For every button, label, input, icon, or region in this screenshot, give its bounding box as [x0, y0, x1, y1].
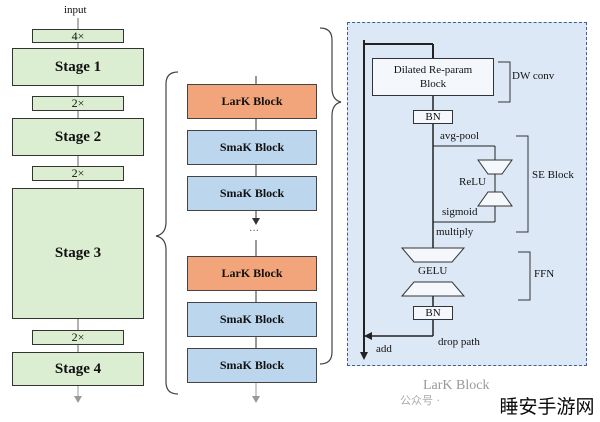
add-label: add — [376, 343, 392, 355]
stage-3: Stage 3 — [12, 188, 144, 319]
bn-top: BN — [413, 110, 453, 124]
se-block-label: SE Block — [532, 169, 574, 181]
stage-1: Stage 1 — [12, 48, 144, 86]
lark-block-1: LarK Block — [187, 84, 317, 119]
smak-block-2: SmaK Block — [187, 176, 317, 211]
bn-bottom: BN — [413, 306, 453, 320]
dilated-reparam-block: Dilated Re-param Block — [372, 58, 494, 96]
stage-2: Stage 2 — [12, 118, 144, 156]
downsample-3: 2× — [32, 166, 124, 181]
downsample-4: 2× — [32, 330, 124, 345]
stage-4: Stage 4 — [12, 352, 144, 386]
right-brace — [319, 27, 342, 365]
figure-caption: LarK Block — [423, 378, 490, 393]
ffn-label: FFN — [534, 268, 555, 280]
avg-pool-label: avg-pool — [440, 130, 480, 142]
smak-block-3: SmaK Block — [187, 302, 317, 337]
lark-block-2: LarK Block — [187, 256, 317, 291]
gelu-label: GELU — [418, 265, 448, 277]
input-label: input — [64, 4, 87, 16]
ellipsis: ··· — [249, 226, 259, 237]
multiply-label: multiply — [436, 226, 474, 238]
watermark: 睡安手游网 — [497, 392, 597, 418]
left-brace — [155, 71, 179, 395]
relu-label: ReLU — [459, 176, 486, 188]
watermark-sub: 公众号 · — [400, 394, 440, 407]
downsample-1: 4× — [32, 29, 124, 43]
downsample-2: 2× — [32, 96, 124, 111]
smak-block-1: SmaK Block — [187, 130, 317, 165]
sigmoid-label: sigmoid — [442, 206, 478, 218]
dw-conv-label: DW conv — [512, 70, 555, 82]
smak-block-4: SmaK Block — [187, 348, 317, 383]
drop-path-label: drop path — [438, 336, 480, 348]
